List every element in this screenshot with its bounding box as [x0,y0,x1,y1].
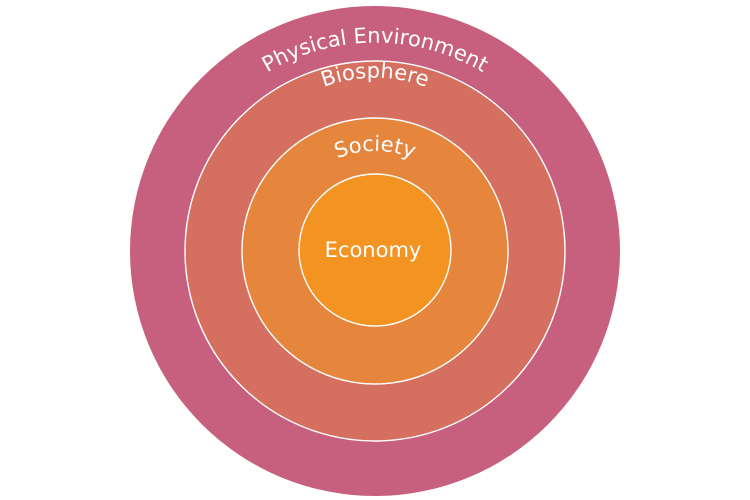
economy-label: Economy [325,238,422,262]
ring-economy [298,173,452,327]
